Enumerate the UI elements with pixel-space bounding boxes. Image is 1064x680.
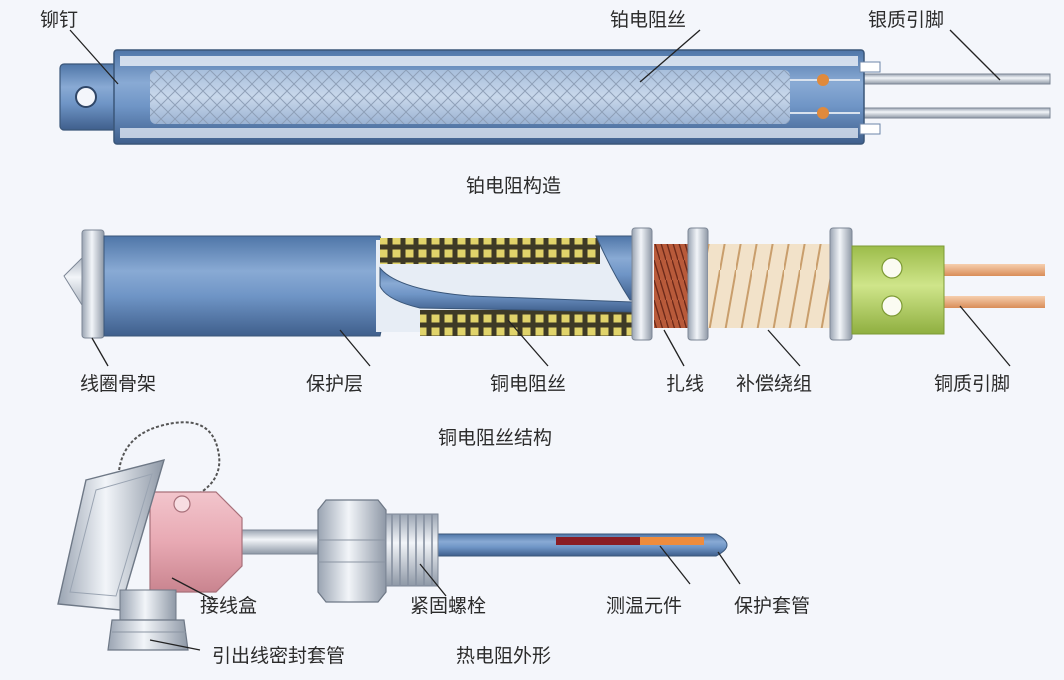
caption-platinum: 铂电阻构造 xyxy=(466,175,561,197)
platinum-rtd: 铆钉 铂电阻丝 银质引脚 铂电阻构造 xyxy=(40,9,1051,197)
sensing-element xyxy=(640,537,704,545)
label-bolt: 紧固螺栓 xyxy=(410,595,486,617)
tie-flange xyxy=(687,227,709,341)
caption-assembly: 热电阻外形 xyxy=(456,645,551,667)
weld-point-bottom xyxy=(817,107,829,119)
label-seal: 引出线密封套管 xyxy=(212,645,345,667)
leader-rivet xyxy=(69,29,119,85)
caption-copper: 铜电阻丝结构 xyxy=(438,427,552,449)
cap-chain xyxy=(117,421,221,501)
label-sheath: 保护层 xyxy=(306,373,363,395)
leader-seal xyxy=(149,639,201,651)
leader-copper-wire xyxy=(507,319,549,367)
copper-rtd: 线圈骨架 保护层 铜电阻丝 扎线 补偿绕组 铜质引脚 铜电阻丝结构 xyxy=(63,227,1045,449)
label-tie: 扎线 xyxy=(666,373,704,395)
label-copper-wire: 铜电阻丝 xyxy=(490,373,566,395)
middle-flange xyxy=(631,227,653,341)
compensation-winding xyxy=(708,244,832,328)
copper-lead-top xyxy=(940,264,1045,276)
left-flange xyxy=(81,229,105,339)
label-copper-lead: 铜质引脚 xyxy=(934,373,1010,395)
outlet-fitting xyxy=(119,589,177,621)
leader-sheath xyxy=(339,329,371,367)
sheath-left xyxy=(103,235,387,337)
leader-comp xyxy=(767,329,801,367)
copper-wire-cells-top xyxy=(380,238,600,264)
rtd-assembly: 接线盒 紧固螺栓 测温元件 保护套管 引出线密封套管 热电阻外形 xyxy=(57,421,810,667)
leader-platinum-wire xyxy=(639,29,701,83)
silver-lead-top xyxy=(859,73,1051,85)
tube-inner-bottom xyxy=(120,128,858,138)
silver-lead-bottom xyxy=(859,107,1051,119)
sensing-element-dark xyxy=(556,537,640,545)
label-bobbin: 线圈骨架 xyxy=(80,373,156,395)
right-flange xyxy=(829,227,853,341)
leader-box xyxy=(171,577,215,601)
junction-box-lid xyxy=(57,459,166,611)
label-comp: 补偿绕组 xyxy=(736,373,812,395)
leader-bolt xyxy=(419,563,447,597)
leader-silver-lead xyxy=(949,29,1001,81)
copper-lead-bottom xyxy=(940,296,1045,308)
terminal-block xyxy=(851,245,945,335)
terminal-hole-top xyxy=(881,257,903,279)
weld-point-top xyxy=(817,74,829,86)
platinum-wire-winding xyxy=(150,70,790,124)
seal-sleeve xyxy=(107,619,189,651)
bolt-threads xyxy=(391,514,433,586)
label-platinum-wire: 铂电阻丝 xyxy=(610,9,686,31)
label-silver-lead: 银质引脚 xyxy=(868,9,944,31)
hex-nut xyxy=(317,499,387,603)
label-junction-box: 接线盒 xyxy=(200,595,257,617)
label-tube: 保护套管 xyxy=(734,595,810,617)
leader-tube xyxy=(717,551,741,585)
tube-highlight xyxy=(120,56,858,66)
tie-wire-coil xyxy=(654,244,688,328)
leader-element xyxy=(659,545,691,585)
label-rivet: 铆钉 xyxy=(40,9,78,31)
leader-bobbin xyxy=(91,337,109,367)
copper-wire-cells-bottom xyxy=(420,310,635,336)
leader-copper-lead xyxy=(959,305,1011,367)
label-element: 测温元件 xyxy=(606,595,682,617)
terminal-hole-bottom xyxy=(881,295,903,317)
fastening-bolt xyxy=(385,513,439,587)
junction-box xyxy=(149,491,243,593)
rivet-hole xyxy=(75,86,97,108)
leader-tie xyxy=(663,329,685,367)
